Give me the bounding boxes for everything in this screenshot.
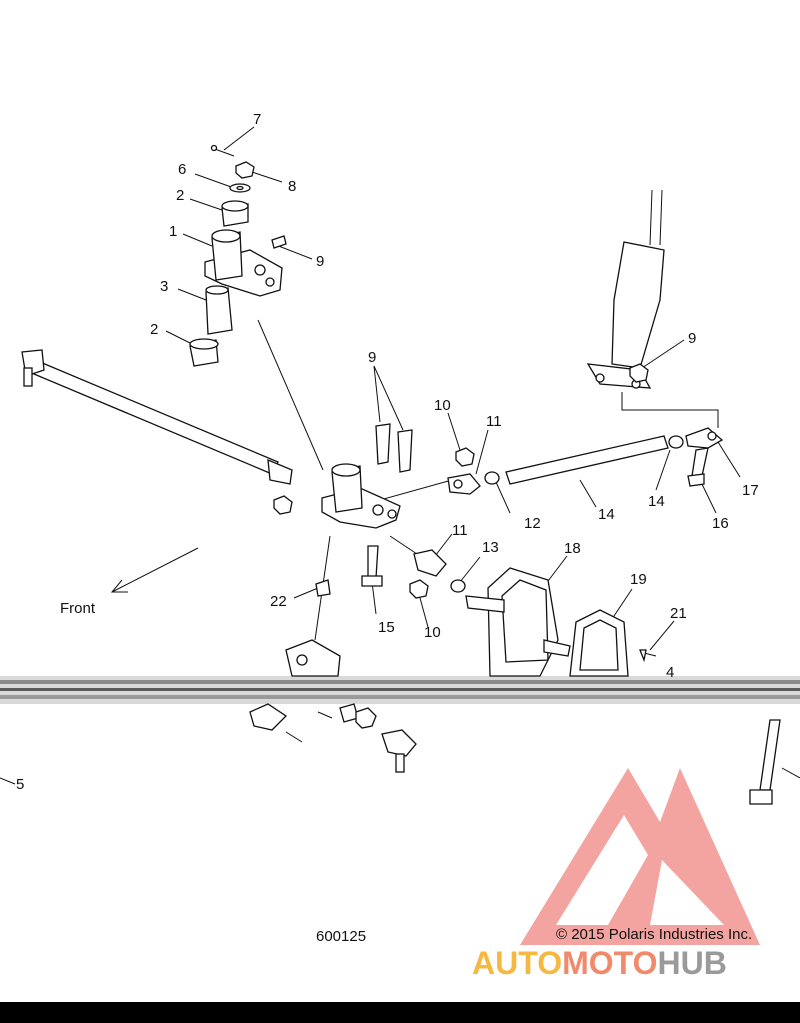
label-15: 17 xyxy=(742,482,759,499)
svg-text:13: 13 xyxy=(482,539,499,556)
label-18: 21 xyxy=(670,605,687,622)
svg-text:14: 14 xyxy=(648,493,665,510)
label-4: 6 xyxy=(178,161,186,178)
svg-text:10: 10 xyxy=(424,624,441,641)
nut-9-upper xyxy=(455,447,475,467)
svg-text:12: 12 xyxy=(524,515,541,532)
gearbox-housing-16 xyxy=(465,567,571,677)
rod-end-10-upper xyxy=(447,473,481,495)
label-14-right: 16 xyxy=(712,515,729,532)
label-17: 19 xyxy=(630,571,647,588)
svg-text:10: 10 xyxy=(434,397,451,414)
svg-text:17: 17 xyxy=(742,482,759,499)
label-3: 3 xyxy=(160,278,168,295)
svg-text:18: 18 xyxy=(564,540,581,557)
label-5: 7 xyxy=(253,111,261,128)
label-7: 9 xyxy=(316,253,324,270)
label-10-lower: 11 xyxy=(452,522,468,539)
svg-text:3: 3 xyxy=(160,278,168,295)
svg-text:21: 21 xyxy=(670,605,687,622)
label-11-upper: 12 xyxy=(524,515,541,532)
label-2b: 2 xyxy=(150,321,158,338)
upper-pitman-arm xyxy=(204,229,283,297)
scan-noise-band xyxy=(0,676,800,704)
bushing-upper xyxy=(221,200,249,227)
jam-nut-13 xyxy=(668,435,684,449)
label-21: 5 xyxy=(16,776,24,793)
svg-text:11: 11 xyxy=(486,413,502,430)
watermark-text: AUTOMOTOHUB xyxy=(472,945,727,981)
washer xyxy=(229,183,251,193)
label-8: 9 xyxy=(368,349,376,366)
cotter-pin xyxy=(210,144,235,157)
svg-text:14: 14 xyxy=(598,506,615,523)
svg-text:16: 16 xyxy=(712,515,729,532)
steering-column-bracket xyxy=(586,189,665,389)
label-22: 22 xyxy=(270,593,287,610)
label-10-upper: 11 xyxy=(486,413,502,430)
label-9-upper: 10 xyxy=(434,397,451,414)
lower-bracket xyxy=(249,639,417,773)
watermark-logo-icon xyxy=(520,768,760,945)
front-arrow-icon xyxy=(110,547,199,593)
nut-9-lower xyxy=(409,579,429,599)
label-13: 14 xyxy=(648,493,665,510)
label-16: 18 xyxy=(564,540,581,557)
copyright-text: © 2015 Polaris Industries Inc. xyxy=(556,926,752,943)
label-6: 8 xyxy=(288,178,296,195)
gasket-17 xyxy=(569,609,629,677)
svg-text:2: 2 xyxy=(150,321,158,338)
spacer-tube xyxy=(205,285,233,335)
rod-end-10-lower xyxy=(413,549,447,577)
svg-text:4: 4 xyxy=(666,664,674,681)
svg-text:5: 5 xyxy=(16,776,24,793)
short-tie-rod-12 xyxy=(505,435,669,485)
svg-text:9: 9 xyxy=(316,253,324,270)
label-1: 1 xyxy=(169,223,177,240)
nut-9-bracket xyxy=(629,363,649,383)
grease-fitting xyxy=(271,235,287,249)
long-tie-rod xyxy=(21,349,293,485)
leader-lines xyxy=(0,126,741,785)
label-19: 4 xyxy=(666,664,674,681)
svg-text:8: 8 xyxy=(288,178,296,195)
center-idler-arm xyxy=(321,463,401,529)
bushing-lower xyxy=(189,338,219,367)
construction-lines xyxy=(257,319,719,641)
label-14-center: 15 xyxy=(378,619,395,636)
svg-text:9: 9 xyxy=(368,349,376,366)
nut-left xyxy=(273,495,293,515)
svg-text:15: 15 xyxy=(378,619,395,636)
jam-nut-11-lower xyxy=(450,579,466,593)
nut-top xyxy=(235,161,255,179)
svg-text:6: 6 xyxy=(178,161,186,178)
label-2a: 2 xyxy=(176,187,184,204)
part-labels: 7 6 8 2 1 9 3 2 9 9 10 11 14 17 12 14 16… xyxy=(16,111,759,793)
long-bolt-right xyxy=(749,719,800,805)
footer-bar xyxy=(0,1002,800,1023)
svg-text:7: 7 xyxy=(253,111,261,128)
label-9-bracket: 9 xyxy=(688,330,696,347)
label-9-lower: 10 xyxy=(424,624,441,641)
jam-nut-11-upper xyxy=(484,471,500,485)
clip-22 xyxy=(315,579,331,597)
bolts-8 xyxy=(375,423,413,473)
rod-end-15 xyxy=(685,427,724,449)
figure-number: 600125 xyxy=(316,928,366,945)
label-11-lower: 13 xyxy=(482,539,499,556)
svg-text:1: 1 xyxy=(169,223,177,240)
label-12: 14 xyxy=(598,506,615,523)
svg-text:2: 2 xyxy=(176,187,184,204)
front-label: Front xyxy=(60,600,96,617)
svg-text:19: 19 xyxy=(630,571,647,588)
bolt-14-center xyxy=(361,545,383,587)
svg-text:22: 22 xyxy=(270,593,287,610)
bolt-14-right xyxy=(687,447,709,487)
svg-text:9: 9 xyxy=(688,330,696,347)
pin-18-19 xyxy=(639,649,657,663)
svg-text:11: 11 xyxy=(452,522,468,539)
